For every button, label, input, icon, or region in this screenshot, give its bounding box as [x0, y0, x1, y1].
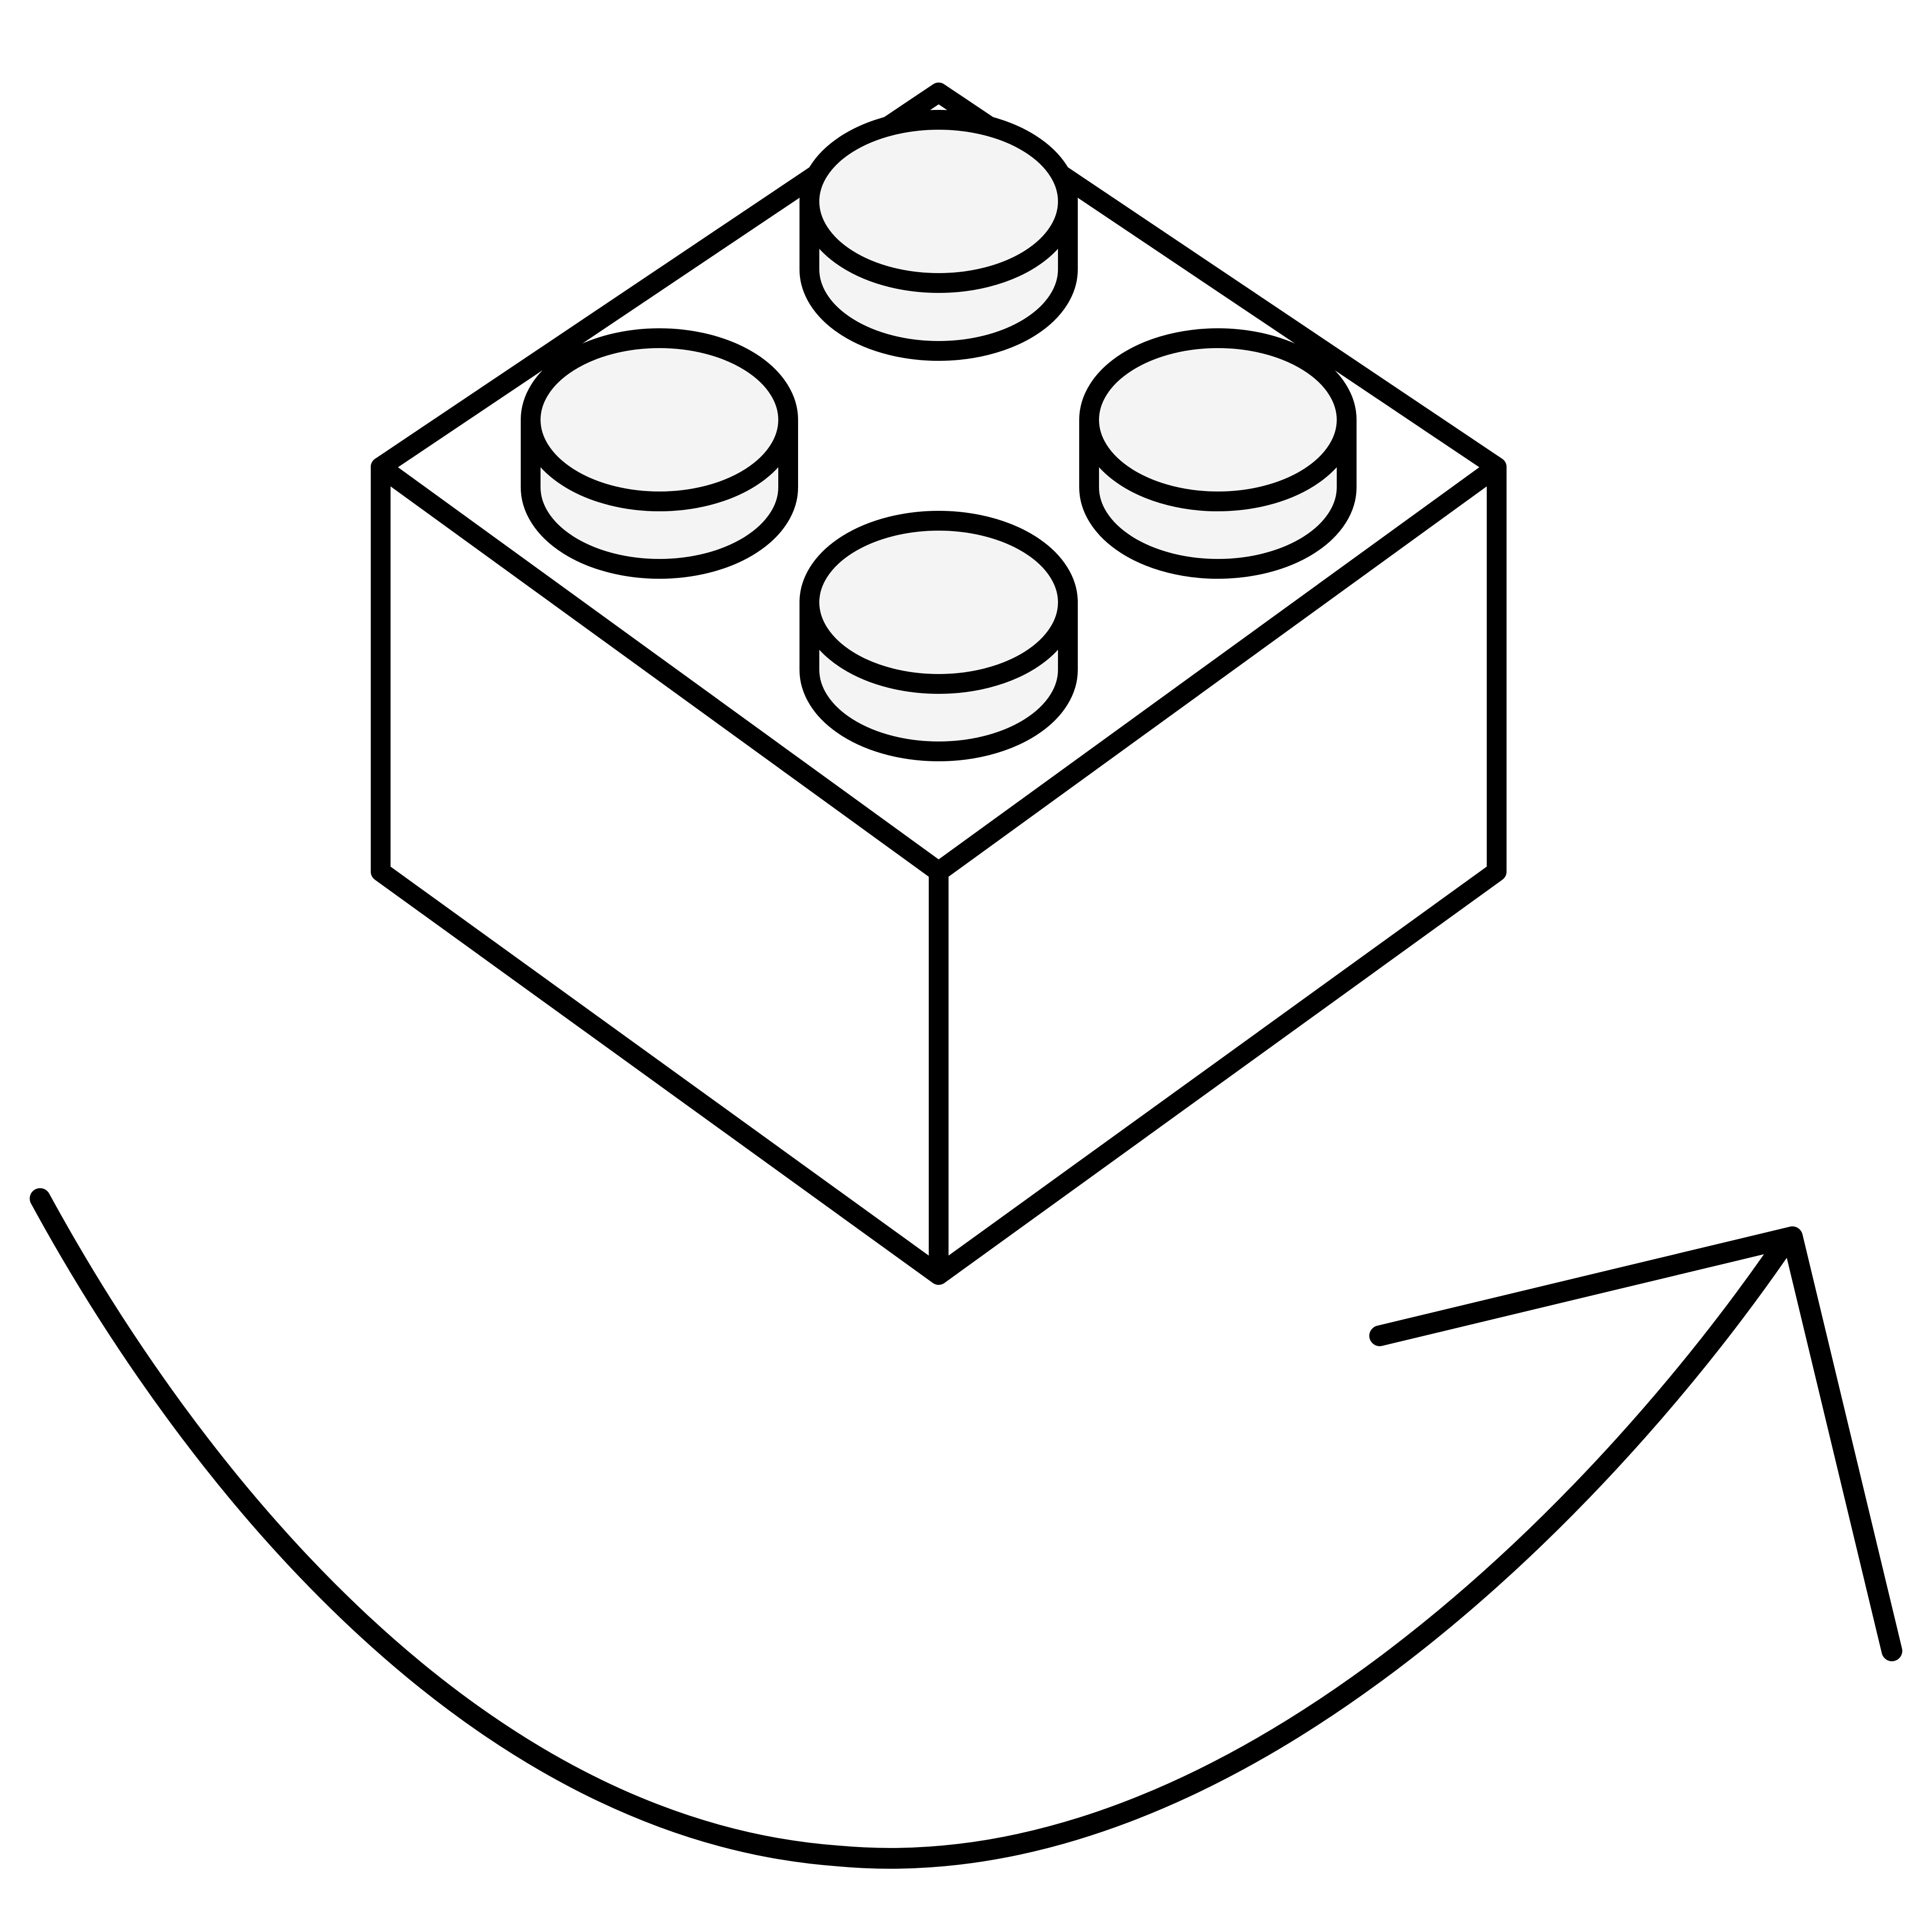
stud-left: [521, 328, 798, 579]
stud-back: [799, 110, 1078, 361]
stud-right: [1079, 328, 1357, 579]
brick-right-face: [929, 457, 1507, 1285]
arrow-head: [1369, 1226, 1902, 1661]
arrow-shaft: [30, 1188, 1798, 1869]
curved-arrow-icon: [30, 1188, 1902, 1869]
stud-right-top: [1079, 328, 1357, 511]
stud-front-top: [799, 511, 1078, 694]
stud-back-top: [799, 110, 1078, 293]
lego-brick: [371, 83, 1507, 1285]
stud-left-top: [521, 328, 798, 511]
stud-front: [799, 511, 1078, 761]
